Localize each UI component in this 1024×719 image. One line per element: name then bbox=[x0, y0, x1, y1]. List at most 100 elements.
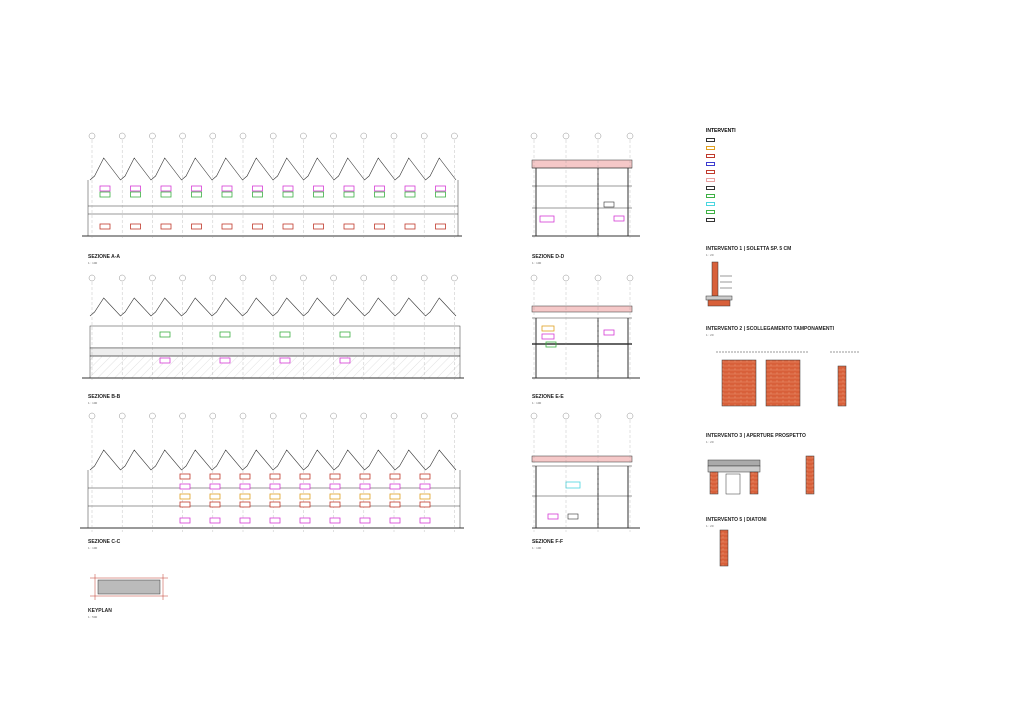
grid-axis-bubble bbox=[270, 274, 277, 282]
grid-axis-bubble bbox=[562, 274, 570, 282]
grid-axis-bubble bbox=[239, 274, 247, 282]
grid-axis-bubble bbox=[330, 132, 337, 140]
intervento-tag bbox=[252, 185, 263, 192]
intervento-tag bbox=[389, 483, 401, 490]
intervento-tag bbox=[179, 501, 191, 508]
grid-axis-bubble bbox=[300, 412, 307, 420]
section-c-c bbox=[80, 412, 464, 532]
intervento-tag bbox=[179, 473, 191, 480]
detail-5-drawing bbox=[719, 529, 729, 567]
grid-axis-bubble bbox=[562, 412, 570, 420]
grid-axis-bubble bbox=[179, 274, 186, 282]
grid-axis-bubble bbox=[270, 412, 277, 420]
legend-swatch bbox=[706, 146, 715, 150]
legend-swatch bbox=[706, 138, 715, 142]
detail-title-2: INTERVENTO 2 | SCOLLEGAMENTO TAMPONAMENT… bbox=[706, 326, 834, 332]
section-a-a bbox=[82, 132, 462, 240]
intervento-tag bbox=[419, 501, 431, 508]
grid-axis-bubble bbox=[360, 132, 367, 140]
grid-axis-bubble bbox=[530, 132, 538, 140]
section-scale-f-f: 1 : 100 bbox=[532, 546, 542, 550]
grid-axis-bubble bbox=[209, 274, 217, 282]
intervento-tag bbox=[191, 191, 202, 198]
grid-axis-bubble bbox=[451, 412, 458, 420]
section-scale-d-d: 1 : 100 bbox=[532, 261, 542, 265]
grid-axis-bubble bbox=[88, 412, 96, 420]
intervento-tag bbox=[389, 473, 401, 480]
legend-swatch bbox=[706, 162, 715, 166]
grid-axis-bubble bbox=[88, 132, 96, 140]
intervento-tag bbox=[299, 483, 311, 490]
intervento-tag bbox=[209, 473, 221, 480]
section-scale-c-c: 1 : 100 bbox=[88, 546, 98, 550]
intervento-tag bbox=[209, 493, 221, 500]
intervento-tag bbox=[160, 223, 172, 230]
intervento-tag bbox=[419, 517, 431, 524]
grid-axis-bubble bbox=[530, 274, 538, 282]
intervento-tag bbox=[159, 331, 171, 338]
grid-axis-bubble bbox=[360, 274, 367, 282]
roof-profile bbox=[89, 449, 457, 471]
intervento-tag bbox=[219, 357, 231, 364]
grid-axis-bubble bbox=[209, 412, 217, 420]
grid-axis-bubble bbox=[179, 412, 186, 420]
keyplan-drawing bbox=[90, 574, 168, 600]
intervento-tag bbox=[343, 191, 355, 198]
intervento-tag bbox=[130, 185, 141, 192]
section-scale-a-a: 1 : 100 bbox=[88, 261, 98, 265]
section-b-b bbox=[82, 274, 464, 382]
legend-swatch bbox=[706, 178, 715, 182]
intervento-tag bbox=[282, 223, 294, 230]
intervento-tag bbox=[404, 191, 416, 198]
grid-axis-bubble bbox=[300, 132, 307, 140]
intervento-tag bbox=[419, 473, 431, 480]
grid-axis-bubble bbox=[149, 412, 156, 420]
intervento-tag bbox=[299, 501, 311, 508]
intervento-tag bbox=[99, 191, 111, 198]
intervento-tag bbox=[130, 223, 141, 230]
legend-swatch bbox=[706, 218, 715, 222]
intervento-tag bbox=[435, 223, 446, 230]
section-d-d bbox=[530, 132, 640, 240]
intervento-tag bbox=[313, 185, 324, 192]
grid-axis-bubble bbox=[149, 132, 156, 140]
grid-axis-bubble bbox=[421, 412, 428, 420]
section-title-f-f: SEZIONE F-F bbox=[532, 539, 564, 545]
section-scale-b-b: 1 : 100 bbox=[88, 401, 98, 405]
detail-title-1: INTERVENTO 1 | SOLETTA SP. 5 CM bbox=[706, 246, 792, 252]
intervento-tag bbox=[252, 191, 263, 198]
grid-axis-bubble bbox=[330, 274, 337, 282]
grid-axis-bubble bbox=[421, 274, 428, 282]
grid-axis-bubble bbox=[118, 412, 126, 420]
detail-scale-2: 1 : 20 bbox=[706, 333, 714, 337]
intervento-tag bbox=[389, 493, 401, 500]
intervento-tag bbox=[159, 357, 171, 364]
interventi-title: INTERVENTI bbox=[706, 128, 736, 134]
intervento-tag bbox=[374, 223, 385, 230]
grid-axis-bubble bbox=[239, 132, 247, 140]
grid-axis-bubble bbox=[594, 274, 602, 282]
intervento-tag bbox=[299, 517, 311, 524]
grid-axis-bubble bbox=[270, 132, 277, 140]
intervento-tag bbox=[160, 185, 172, 192]
section-title-c-c: SEZIONE C-C bbox=[88, 539, 121, 545]
keyplan-title: KEYPLAN bbox=[88, 608, 112, 614]
intervento-tag bbox=[404, 185, 416, 192]
intervento-tag bbox=[329, 473, 341, 480]
grid-axis-bubble bbox=[360, 412, 367, 420]
section-f-f bbox=[530, 412, 640, 532]
intervento-tag bbox=[329, 483, 341, 490]
detail-scale-1: 1 : 20 bbox=[706, 253, 714, 257]
section-scale-e-e: 1 : 100 bbox=[532, 401, 542, 405]
intervento-tag bbox=[299, 493, 311, 500]
intervento-tag bbox=[359, 493, 371, 500]
intervento-tag bbox=[343, 223, 355, 230]
intervento-tag bbox=[99, 223, 111, 230]
grid-axis-bubble bbox=[451, 132, 458, 140]
intervento-tag bbox=[269, 483, 281, 490]
intervento-tag bbox=[389, 501, 401, 508]
intervento-tag bbox=[419, 483, 431, 490]
intervento-tag bbox=[269, 501, 281, 508]
